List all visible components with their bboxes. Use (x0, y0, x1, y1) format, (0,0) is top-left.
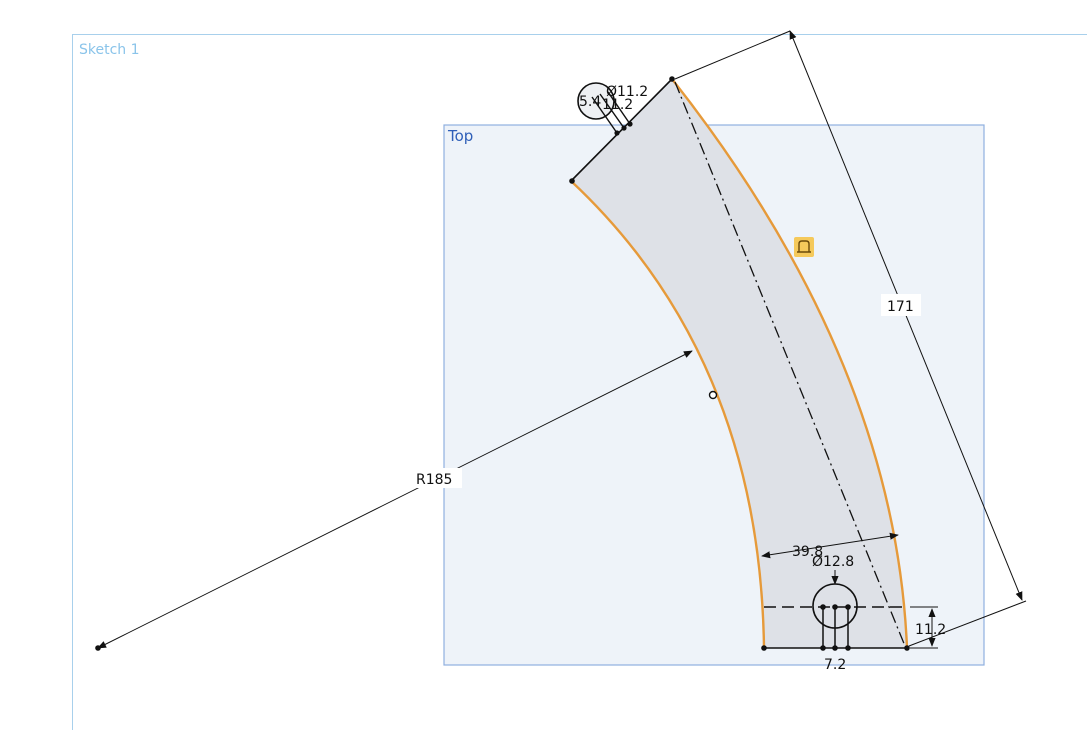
length-dimension-text[interactable]: 171 (887, 299, 914, 315)
bottom-slot-lines[interactable] (822, 607, 849, 648)
bottom-points[interactable] (761, 604, 910, 651)
arc-midpoint[interactable] (708, 390, 718, 400)
top-end-line[interactable] (570, 78, 673, 182)
bottom-hole-diameter-text[interactable]: Ø12.8 (812, 554, 854, 570)
top-slot-lines[interactable] (591, 91, 631, 134)
top-points[interactable] (569, 76, 675, 184)
radius-dimension-line[interactable] (97, 350, 693, 649)
bottom-width-dimension-text[interactable]: 7.2 (824, 657, 846, 673)
width-dimension-line[interactable] (761, 532, 899, 559)
length-extension-top (674, 30, 791, 80)
radius-label-bg (410, 468, 462, 488)
length-label-bg (881, 294, 921, 316)
tangent-glyph (797, 240, 811, 253)
bottom-offset-dimension-text[interactable]: 11.2 (915, 622, 946, 638)
sketch-frame (72, 34, 1087, 730)
top-hole-diameter-text[interactable]: Ø11.2 (606, 84, 648, 100)
radius-center-point[interactable] (95, 645, 101, 651)
width-dimension-text[interactable]: 39.8 (792, 544, 823, 560)
sketch-name-label[interactable]: Sketch 1 (79, 42, 140, 58)
inner-arc[interactable] (570, 180, 766, 649)
tangent-constraint-icon[interactable] (794, 237, 814, 257)
top-small-dimension-1[interactable]: 5.4 (579, 94, 601, 110)
plane-name-label[interactable]: Top (448, 127, 474, 145)
radius-dimension-text[interactable]: R185 (416, 472, 452, 488)
top-small-dimension-2[interactable]: 11.2 (602, 97, 633, 113)
